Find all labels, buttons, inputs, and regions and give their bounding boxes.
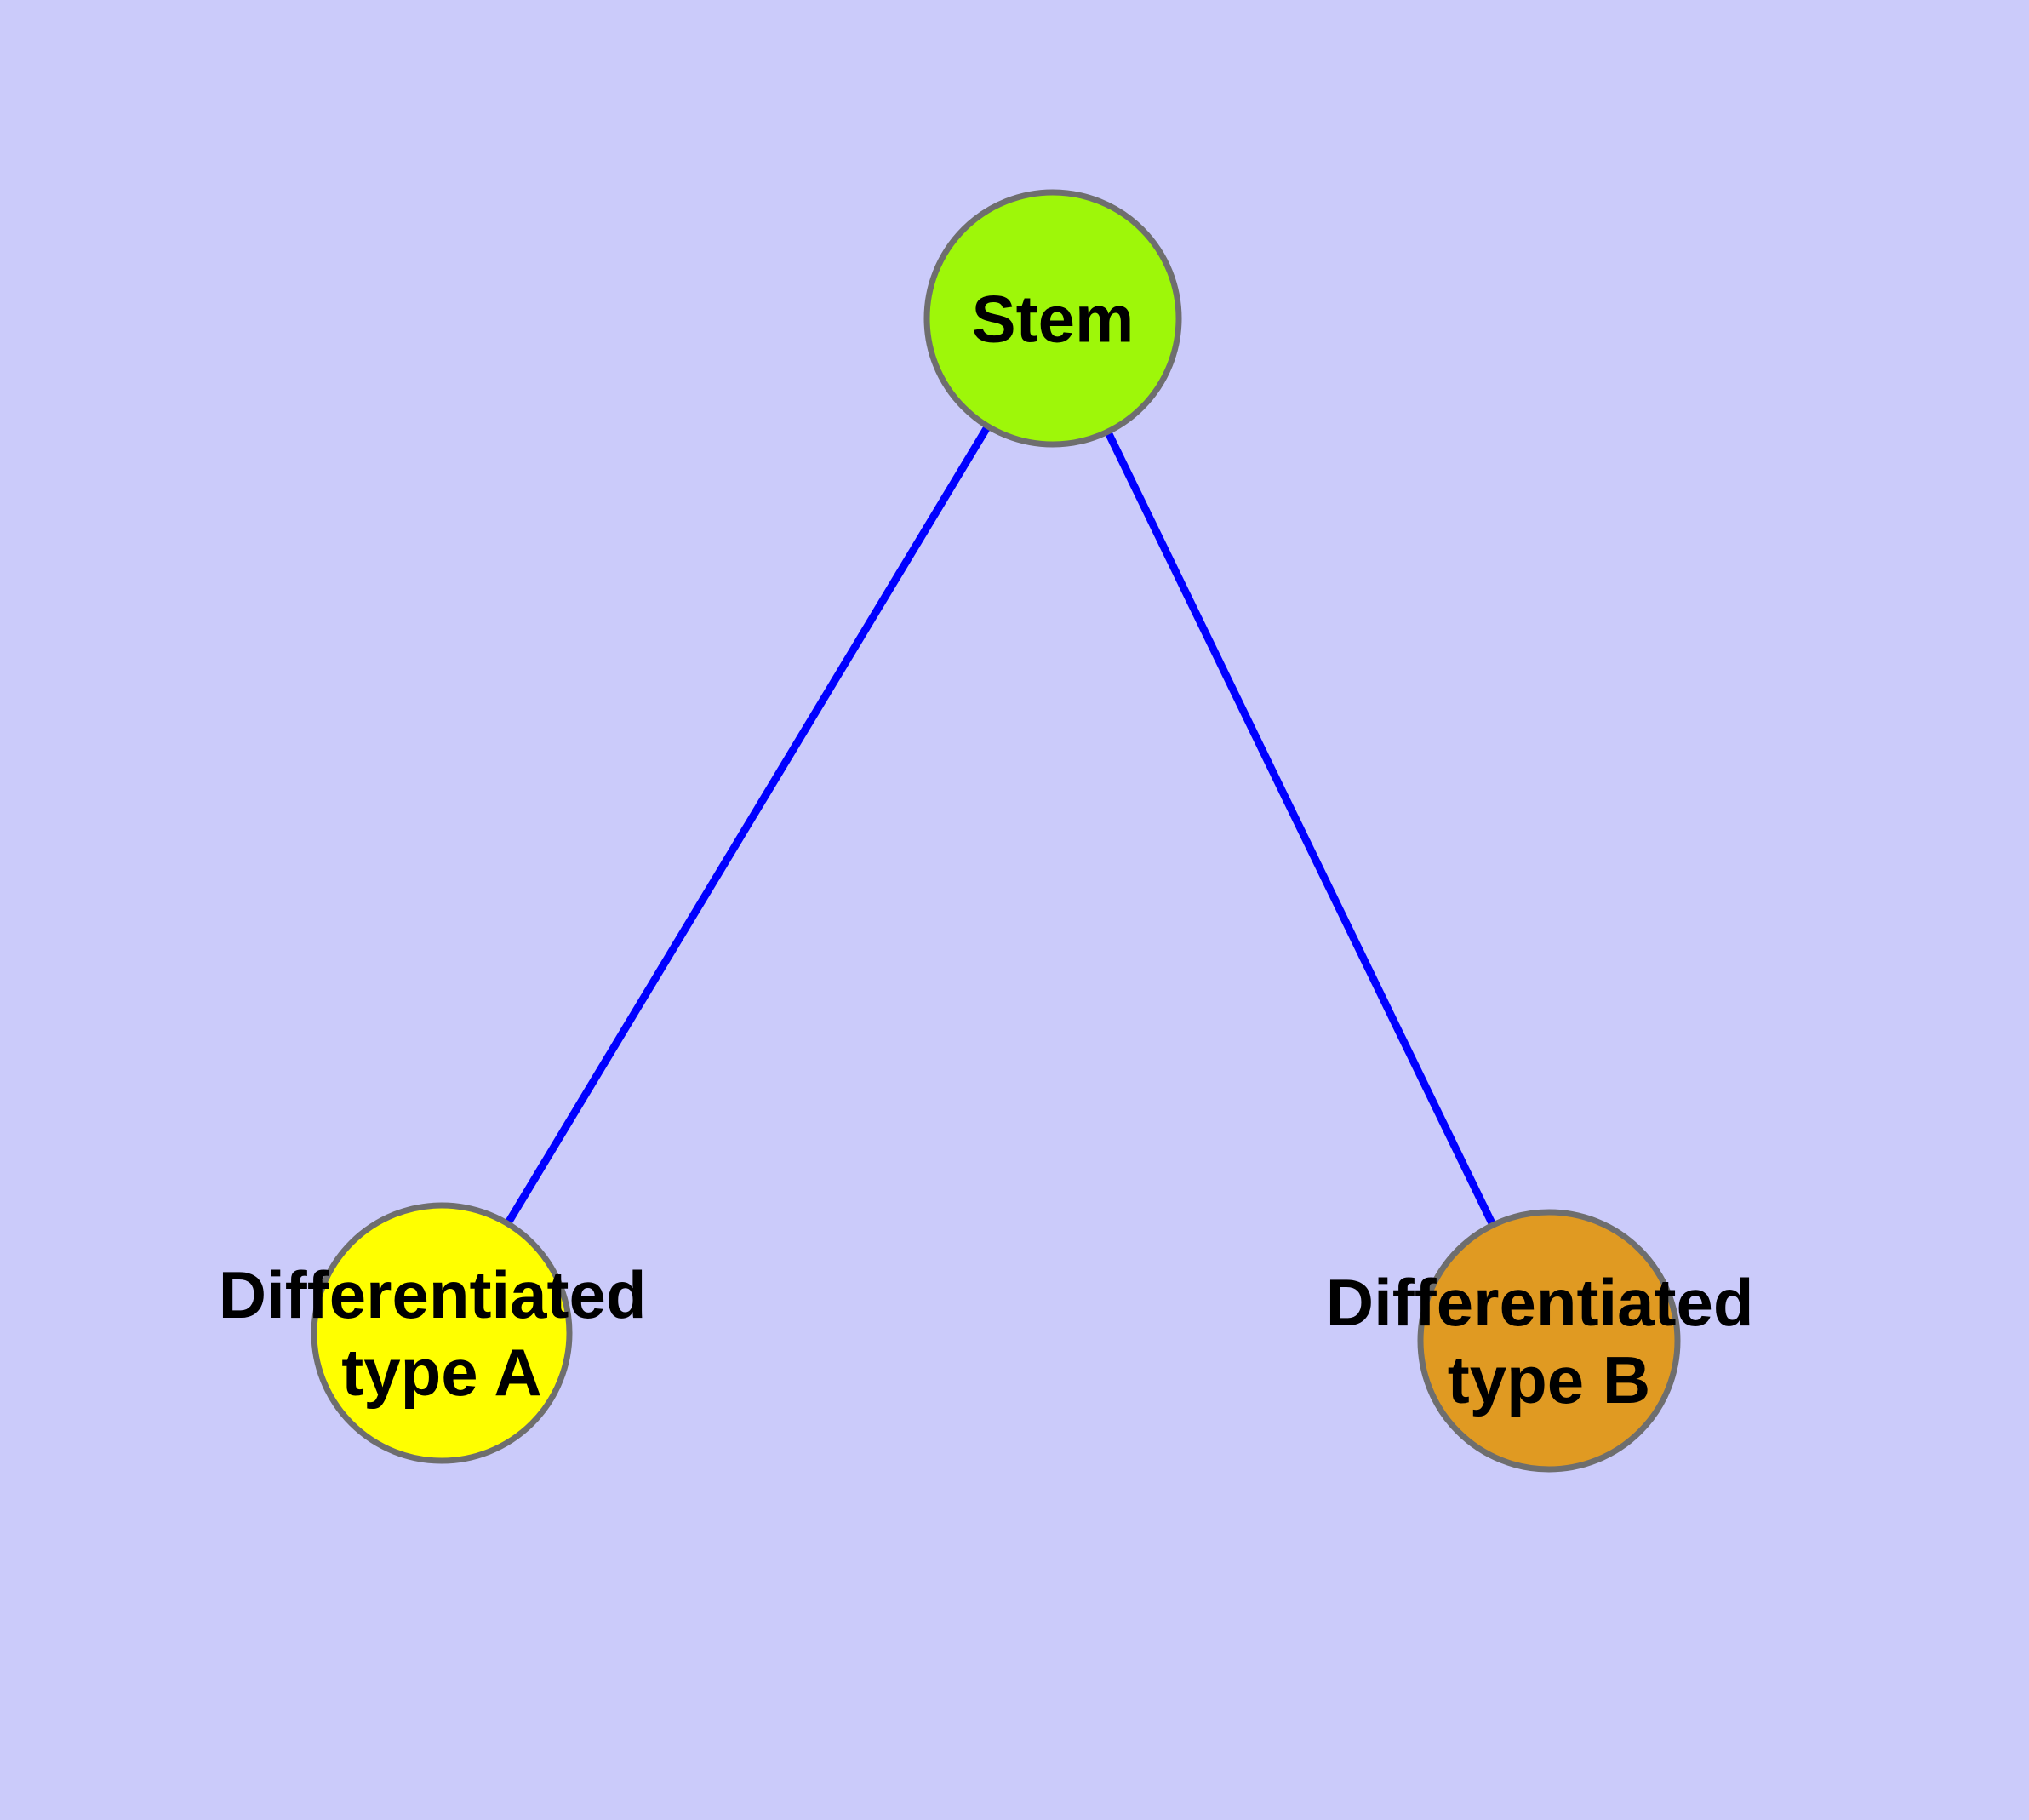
node-stem[interactable]: Stem: [923, 189, 1182, 448]
node-stem-label: Stem: [972, 281, 1135, 356]
nodes-layer: Stem Differentiated type A Differentiate…: [219, 189, 1772, 1473]
node-stem-circle[interactable]: [923, 189, 1182, 448]
node-differentiated-type-b-label: Differentiated type B: [1326, 1259, 1772, 1417]
node-differentiated-type-a[interactable]: Differentiated type A: [219, 1202, 665, 1464]
node-differentiated-type-b-circle[interactable]: [1417, 1209, 1681, 1473]
node-differentiated-type-b[interactable]: Differentiated type B: [1326, 1209, 1772, 1473]
edge-stem-to-differentiated-type-a[interactable]: [438, 316, 1056, 1336]
node-stem-label-line-1: Stem: [972, 281, 1135, 356]
node-differentiated-type-a-circle[interactable]: [311, 1202, 573, 1464]
node-differentiated-type-b-label-line-1: Differentiated: [1326, 1264, 1754, 1339]
node-differentiated-type-a-label-line-1: Differentiated: [219, 1256, 647, 1331]
node-differentiated-type-b-label-line-2: type B: [1448, 1342, 1650, 1417]
node-differentiated-type-a-label-line-2: type A: [341, 1335, 542, 1410]
edges-layer: [438, 316, 1553, 1342]
node-differentiated-type-a-label: Differentiated type A: [219, 1251, 665, 1410]
edge-stem-to-differentiated-type-b[interactable]: [1049, 317, 1553, 1342]
